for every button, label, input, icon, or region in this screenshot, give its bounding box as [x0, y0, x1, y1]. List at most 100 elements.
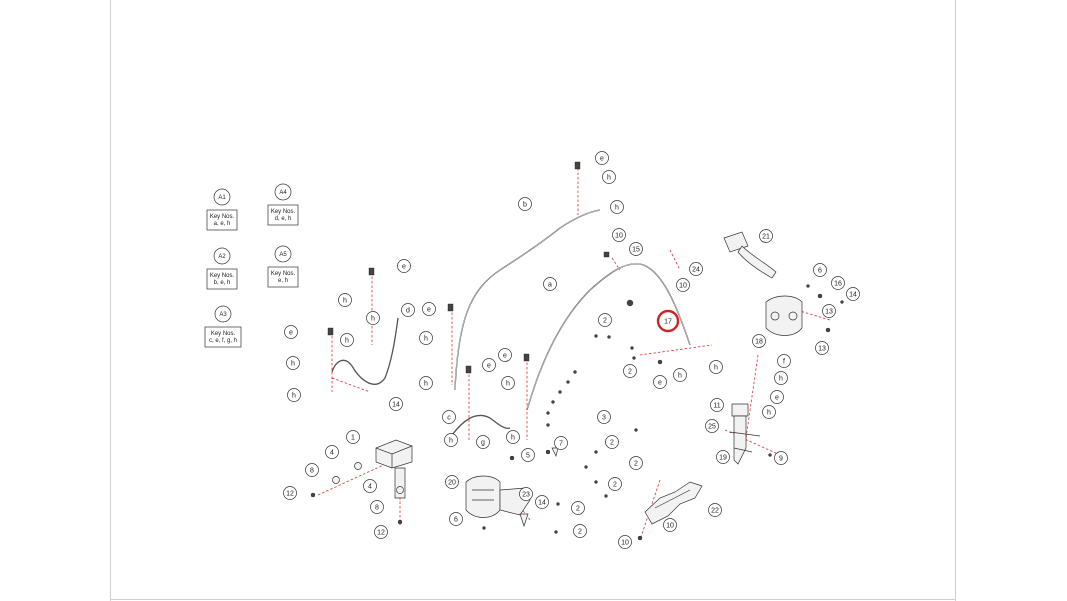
- callout-h: h: [286, 356, 300, 370]
- callout-label: 18: [755, 338, 763, 345]
- callout-circle: [597, 410, 611, 424]
- callout-circle: [716, 450, 730, 464]
- callout-label: 25: [708, 423, 716, 430]
- callout-circle: [346, 430, 360, 444]
- callout-circle: [846, 287, 860, 301]
- rear-caliper: [465, 475, 531, 518]
- callout-24: 24: [689, 262, 703, 276]
- callout-e: e: [397, 259, 411, 273]
- assembly-code: A4: [279, 190, 287, 196]
- callout-circle: [673, 368, 687, 382]
- callout-circle: [287, 388, 301, 402]
- callout-circle: [397, 259, 411, 273]
- callout-circle: [449, 512, 463, 526]
- callout-h: h: [762, 405, 776, 419]
- callout-2: 2: [605, 435, 619, 449]
- callout-label: 2: [613, 481, 617, 488]
- callout-label: 3: [602, 414, 606, 421]
- callout-circle: [286, 356, 300, 370]
- callout-circle: [709, 360, 723, 374]
- callout-circle: [305, 463, 319, 477]
- callout-circle: [444, 433, 458, 447]
- callout-h: h: [444, 433, 458, 447]
- callout-e: e: [284, 325, 298, 339]
- heat-shield: [644, 481, 703, 525]
- callout-circle: [689, 262, 703, 276]
- assembly-key-box: [206, 268, 238, 290]
- callout-8: 8: [305, 463, 319, 477]
- front-caliper: [765, 295, 803, 336]
- callout-circle: [822, 304, 836, 318]
- callout-circle: [770, 390, 784, 404]
- callout-label: 24: [692, 266, 700, 273]
- callout-e: e: [595, 151, 609, 165]
- abs-modulator: [375, 439, 413, 469]
- callout-label: d: [406, 307, 410, 314]
- callout-label: 16: [834, 280, 842, 287]
- callout-circle: [774, 371, 788, 385]
- assembly-code: A1: [218, 195, 226, 201]
- callout-label: 11: [713, 402, 720, 409]
- assembly-key-text: Key Nos.: [271, 271, 296, 277]
- assembly-key-box: [267, 204, 299, 226]
- callout-label: h: [678, 372, 682, 379]
- callout-circle: [338, 293, 352, 307]
- callout-d: d: [401, 303, 415, 317]
- callout-label: 5: [526, 452, 530, 459]
- callout-2: 2: [608, 477, 622, 491]
- brake-hose-b-highlight: [454, 209, 601, 391]
- callout-12: 12: [283, 486, 297, 500]
- callout-label: 4: [368, 483, 372, 490]
- callout-14: 14: [389, 397, 403, 411]
- callout-circle: [762, 405, 776, 419]
- callout-label: h: [511, 434, 515, 441]
- callout-circle: [422, 302, 436, 316]
- assembly-code-circle: [213, 188, 231, 206]
- callout-label: 19: [719, 454, 727, 461]
- callout-circle: [777, 354, 791, 368]
- callout-label: 22: [711, 507, 719, 514]
- callout-circle: [501, 376, 515, 390]
- callout-circle: [498, 348, 512, 362]
- callout-circle: [535, 495, 549, 509]
- callout-label: 15: [632, 246, 640, 253]
- callout-25: 25: [705, 419, 719, 433]
- callout-6: 6: [813, 263, 827, 277]
- callout-label: e: [427, 306, 431, 313]
- callout-23: 23: [519, 487, 533, 501]
- callout-label: h: [291, 360, 295, 367]
- callout-circle: [366, 311, 380, 325]
- callout-2: 2: [571, 501, 585, 515]
- brake-hose-b: [454, 209, 601, 391]
- callout-label: 2: [634, 460, 638, 467]
- callout-14: 14: [846, 287, 860, 301]
- assembly-key-text: b, e, h: [214, 280, 231, 286]
- callout-circle: [676, 278, 690, 292]
- callout-label: h: [607, 174, 611, 181]
- callout-e: e: [770, 390, 784, 404]
- callout-e: e: [498, 348, 512, 362]
- callout-13: 13: [815, 341, 829, 355]
- callout-label: a: [548, 281, 552, 288]
- callout-circle: [419, 331, 433, 345]
- assembly-key-box: [206, 209, 238, 231]
- callout-21: 21: [759, 229, 773, 243]
- callout-circle: [284, 325, 298, 339]
- callout-e: e: [653, 375, 667, 389]
- assembly-key-text: Key Nos.: [211, 331, 236, 337]
- callout-2: 2: [598, 313, 612, 327]
- callout-label: e: [658, 379, 662, 386]
- callout-h: h: [774, 371, 788, 385]
- callout-12: 12: [374, 525, 388, 539]
- callout-label: 10: [621, 539, 629, 546]
- callout-b: b: [518, 197, 532, 211]
- highlight-ring: [656, 309, 680, 333]
- callout-label: 1: [351, 434, 355, 441]
- callout-circle: [571, 501, 585, 515]
- callout-label: b: [523, 201, 527, 208]
- callout-e: e: [422, 302, 436, 316]
- callout-2: 2: [629, 456, 643, 470]
- callout-1: 1: [346, 430, 360, 444]
